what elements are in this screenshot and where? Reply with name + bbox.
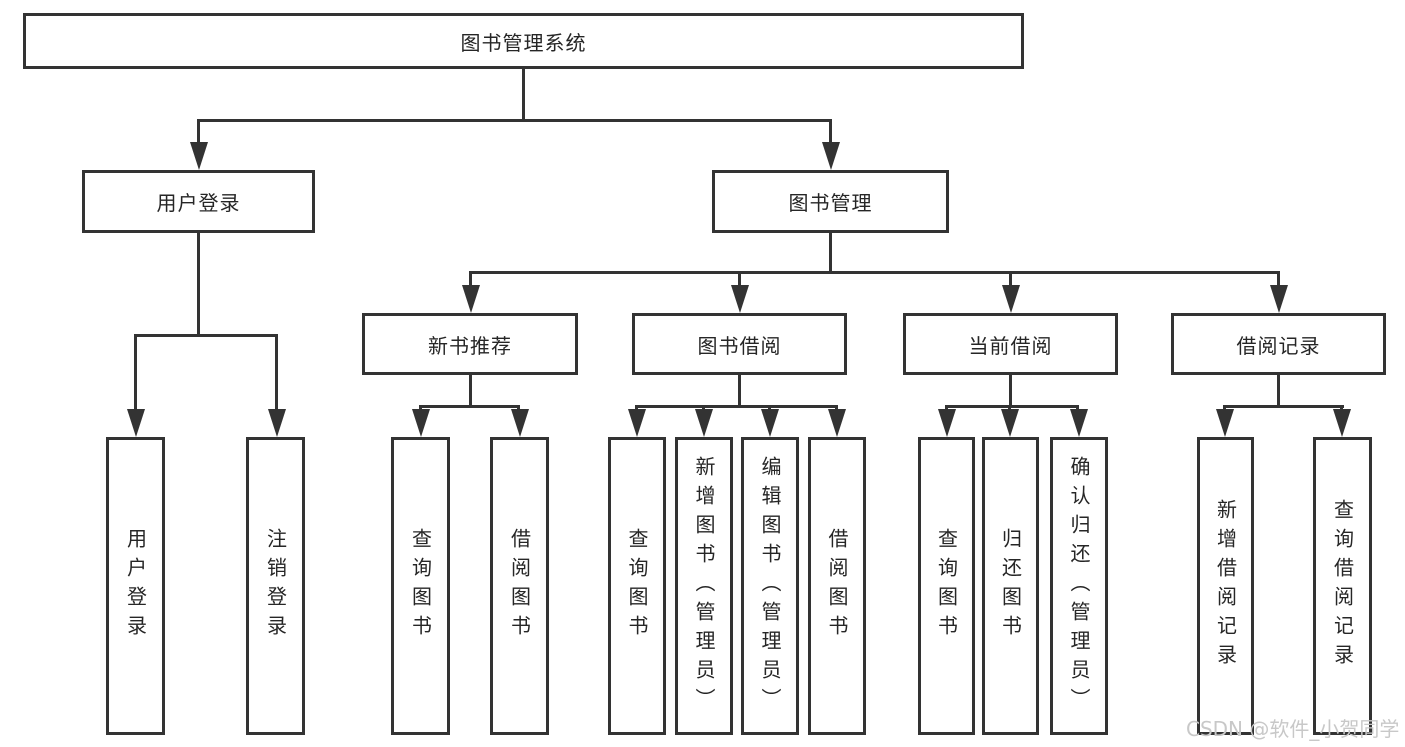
connector-line	[197, 119, 200, 145]
arrowhead-down-icon	[127, 409, 145, 437]
arrowhead-down-icon	[628, 409, 646, 437]
connector-line	[134, 334, 278, 337]
connector-line	[419, 405, 520, 408]
leaf-bb-query-books-label: 查询图书	[625, 528, 649, 644]
node-new-book-recommend: 新书推荐	[362, 313, 578, 375]
arrowhead-down-icon	[761, 409, 779, 437]
watermark-text: CSDN @软件_小贺同学	[1186, 717, 1400, 741]
leaf-bb-add-books-label: 新增图书（管理员）	[692, 455, 716, 717]
connector-line	[522, 69, 525, 122]
node-current-borrow-label: 当前借阅	[968, 333, 1053, 358]
leaf-bb-edit-books: 编辑图书（管理员）	[741, 437, 799, 735]
leaf-logout-label: 注销登录	[263, 528, 288, 644]
connector-line	[738, 271, 741, 287]
connector-line	[702, 405, 705, 412]
leaf-logout: 注销登录	[246, 437, 305, 735]
node-book-borrow-label: 图书借阅	[697, 333, 782, 358]
connector-line	[768, 405, 771, 412]
arrowhead-down-icon	[731, 285, 749, 313]
leaf-cb-confirm-return-label: 确认归还（管理员）	[1067, 455, 1091, 717]
connector-line	[829, 233, 832, 274]
leaf-br-query-record: 查询借阅记录	[1313, 437, 1372, 735]
arrowhead-down-icon	[1002, 285, 1020, 313]
leaf-bb-borrow-books: 借阅图书	[808, 437, 866, 735]
connector-line	[197, 119, 832, 122]
connector-line	[275, 334, 278, 412]
connector-line	[1277, 271, 1280, 287]
arrowhead-down-icon	[1333, 409, 1351, 437]
node-root-label: 图书管理系统	[460, 30, 587, 55]
leaf-bb-query-books: 查询图书	[608, 437, 666, 735]
connector-line	[419, 405, 422, 412]
arrowhead-down-icon	[511, 409, 529, 437]
connector-line	[945, 405, 948, 412]
connector-line	[1076, 405, 1079, 412]
connector-line	[635, 405, 838, 408]
leaf-user-login: 用户登录	[106, 437, 165, 735]
arrowhead-down-icon	[1070, 409, 1088, 437]
connector-line	[469, 271, 1280, 274]
arrowhead-down-icon	[412, 409, 430, 437]
node-current-borrow: 当前借阅	[903, 313, 1118, 375]
leaf-cb-return-books: 归还图书	[982, 437, 1039, 735]
leaf-cb-return-books-label: 归还图书	[998, 528, 1023, 644]
connector-line	[197, 233, 200, 337]
arrowhead-down-icon	[938, 409, 956, 437]
node-book-management: 图书管理	[712, 170, 949, 233]
node-borrow-record-label: 借阅记录	[1236, 333, 1321, 358]
arrowhead-down-icon	[1270, 285, 1288, 313]
arrowhead-down-icon	[822, 142, 840, 170]
arrowhead-down-icon	[695, 409, 713, 437]
leaf-user-login-label: 用户登录	[123, 528, 148, 644]
leaf-bb-borrow-books-label: 借阅图书	[825, 528, 849, 644]
connector-line	[635, 405, 638, 412]
node-book-management-label: 图书管理	[788, 191, 873, 215]
leaf-bb-edit-books-label: 编辑图书（管理员）	[758, 455, 782, 717]
connector-line	[1277, 375, 1280, 408]
node-book-borrow: 图书借阅	[632, 313, 847, 375]
connector-line	[1009, 271, 1012, 287]
node-user-login-label: 用户登录	[156, 191, 241, 215]
connector-line	[1340, 405, 1343, 412]
node-borrow-record: 借阅记录	[1171, 313, 1386, 375]
node-user-login: 用户登录	[82, 170, 315, 233]
leaf-cb-query-books: 查询图书	[918, 437, 975, 735]
connector-line	[829, 119, 832, 145]
connector-line	[945, 405, 1079, 408]
arrowhead-down-icon	[268, 409, 286, 437]
connector-line	[517, 405, 520, 412]
leaf-br-add-record-label: 新增借阅记录	[1213, 499, 1238, 673]
leaf-cb-query-books-label: 查询图书	[934, 528, 959, 644]
connector-line	[469, 375, 472, 408]
leaf-br-add-record: 新增借阅记录	[1197, 437, 1254, 735]
leaf-nb-query-books: 查询图书	[391, 437, 450, 735]
leaf-bb-add-books: 新增图书（管理员）	[675, 437, 733, 735]
connector-line	[1223, 405, 1344, 408]
leaf-nb-query-books-label: 查询图书	[408, 528, 433, 644]
arrowhead-down-icon	[1001, 409, 1019, 437]
node-root: 图书管理系统	[23, 13, 1024, 69]
connector-line	[1008, 405, 1011, 412]
connector-line	[1009, 375, 1012, 408]
node-new-book-recommend-label: 新书推荐	[428, 333, 512, 358]
connector-line	[469, 271, 472, 287]
leaf-nb-borrow-books-label: 借阅图书	[507, 528, 532, 644]
connector-line	[738, 375, 741, 408]
leaf-cb-confirm-return: 确认归还（管理员）	[1050, 437, 1108, 735]
arrowhead-down-icon	[1216, 409, 1234, 437]
connector-line	[1223, 405, 1226, 412]
arrowhead-down-icon	[190, 142, 208, 170]
connector-line	[134, 334, 137, 412]
arrowhead-down-icon	[462, 285, 480, 313]
arrowhead-down-icon	[828, 409, 846, 437]
connector-line	[835, 405, 838, 412]
leaf-nb-borrow-books: 借阅图书	[490, 437, 549, 735]
leaf-br-query-record-label: 查询借阅记录	[1330, 499, 1355, 673]
